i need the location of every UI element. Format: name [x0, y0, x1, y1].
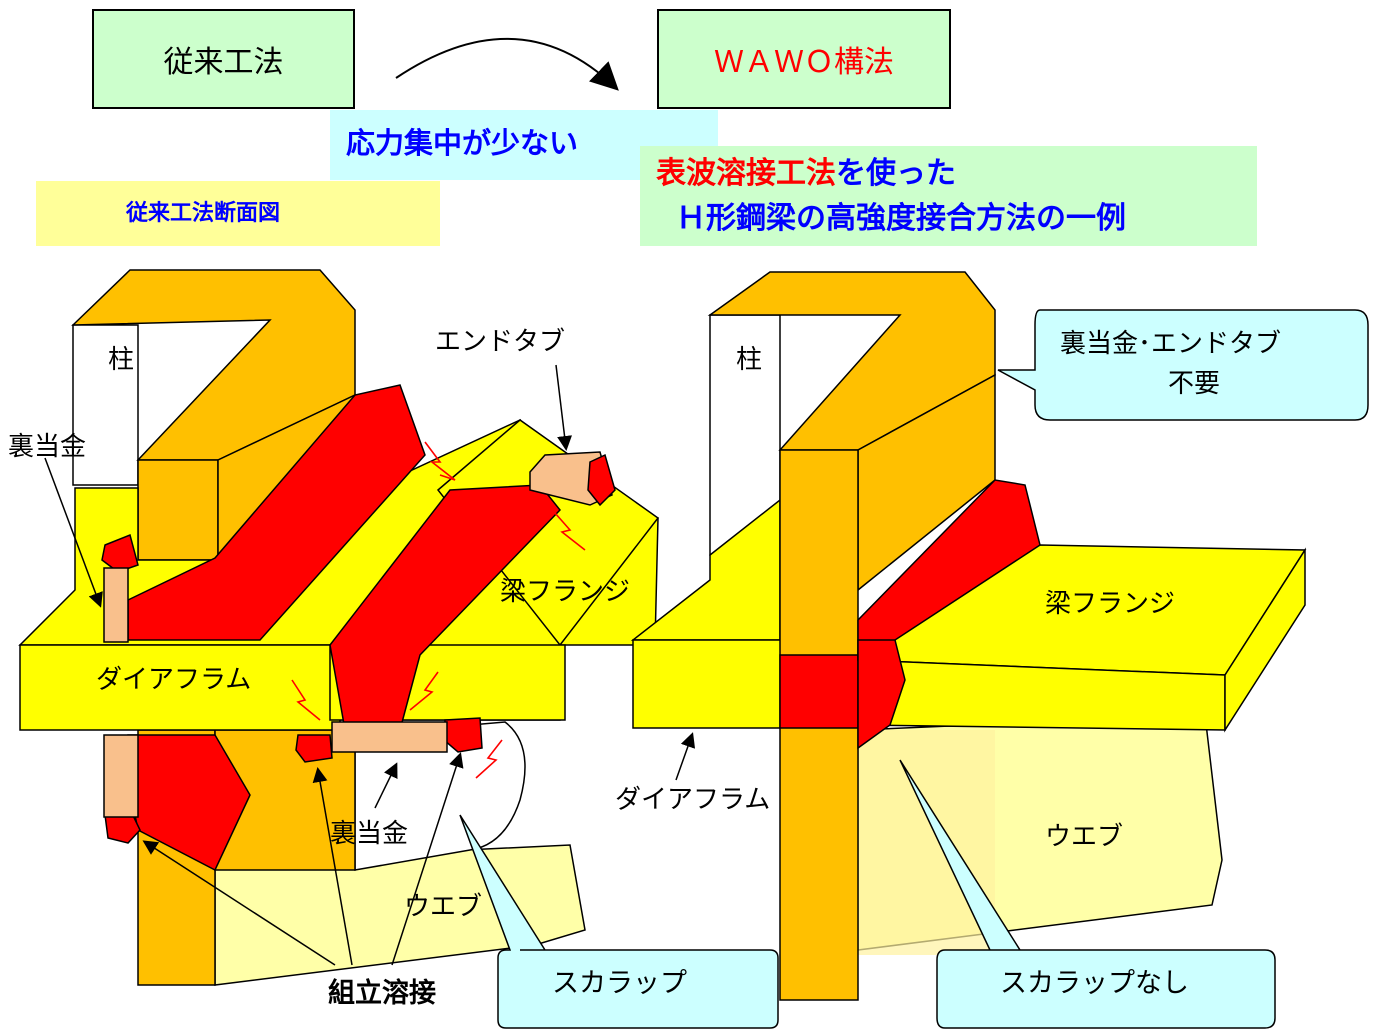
left-diaphragm-label: ダイアフラム	[96, 665, 251, 695]
right-web-label: ウエブ	[1045, 822, 1123, 852]
left-flange-top-strip	[436, 419, 660, 647]
left-stress-mark-4	[409, 671, 439, 711]
left-column-label: 柱	[108, 345, 134, 375]
scallop-callout	[459, 814, 779, 1029]
right-callout-line1: 裏当金･エンドタブ	[1060, 329, 1281, 359]
backing-top-label: 裏当金	[8, 432, 86, 462]
left-flange-label: 梁フランジ	[500, 577, 630, 607]
weld-arrow-1	[142, 840, 336, 966]
stress-note-text: 応力集中が少ない	[346, 126, 579, 160]
left-diagram: 柱 エンドタブ 裏当金 梁フランジ ダイアフラム 裏当金 ウエブ 組立溶接 スカ…	[8, 269, 779, 1029]
left-stress-mark-1	[424, 441, 456, 481]
left-stress-mark-2	[554, 512, 586, 551]
left-weld-upper	[127, 384, 426, 641]
method-name-red: 表波溶接工法	[656, 156, 836, 191]
right-column-label: 柱	[736, 345, 762, 375]
method-line1: 表波溶接工法を使った	[656, 151, 1257, 196]
right-diaphragm-front	[632, 639, 784, 729]
left-backing-upper	[103, 567, 129, 643]
weld-arrow-2	[312, 767, 353, 966]
scallop-label: スカラップ	[552, 968, 687, 999]
right-diaphragm-arrow	[675, 732, 696, 781]
backing-top-arrow	[44, 457, 103, 608]
left-weld-small-3	[295, 734, 333, 763]
right-weld-lower	[857, 639, 906, 750]
left-web-label: ウエブ	[404, 892, 482, 922]
right-callout-top	[997, 309, 1369, 421]
assembly-weld-label: 組立溶接	[328, 977, 436, 1009]
wawo-method-box: ＷＡＷＯ構法	[657, 9, 951, 109]
left-stress-mark-3	[291, 679, 321, 721]
no-scallop-callout	[899, 759, 1276, 1029]
method-description-band: 表波溶接工法を使った Ｈ形鋼梁の高強度接合方法の一例	[640, 146, 1257, 246]
right-callout-line2: 不要	[1168, 369, 1220, 399]
right-diagram: 柱 裏当金･エンドタブ 不要 梁フランジ ダイアフラム ウエブ スカラップなし	[615, 271, 1369, 1029]
left-stress-mark-5	[475, 739, 503, 779]
transition-arrow	[395, 37, 619, 91]
end-tab-label: エンドタブ	[435, 327, 565, 357]
right-diaphragm-label: ダイアフラム	[615, 785, 770, 815]
right-weld-through	[779, 654, 859, 729]
no-scallop-label: スカラップなし	[1000, 968, 1189, 999]
left-end-tab-weld	[587, 453, 616, 507]
backing-bottom-label: 裏当金	[330, 819, 408, 849]
weld-arrow-3	[391, 752, 464, 966]
method-line1-suffix: を使った	[836, 156, 956, 191]
end-tab-arrow	[555, 364, 573, 451]
section-caption-band: 従来工法断面図	[36, 181, 440, 246]
section-caption-text: 従来工法断面図	[126, 201, 281, 226]
left-column-front	[137, 459, 219, 561]
conventional-method-label: 従来工法	[163, 45, 284, 80]
right-flange-label: 梁フランジ	[1045, 589, 1175, 619]
right-beam-flange-side	[1224, 547, 1306, 733]
wawo-method-label: ＷＡＷＯ構法	[714, 45, 894, 80]
left-backing-lower	[103, 734, 139, 818]
backing-bottom-arrow	[374, 762, 398, 809]
left-backing-bottom	[331, 721, 448, 753]
method-line2: Ｈ形鋼梁の高強度接合方法の一例	[676, 201, 1126, 236]
right-web-shade	[858, 730, 995, 955]
conventional-method-box: 従来工法	[92, 9, 355, 109]
